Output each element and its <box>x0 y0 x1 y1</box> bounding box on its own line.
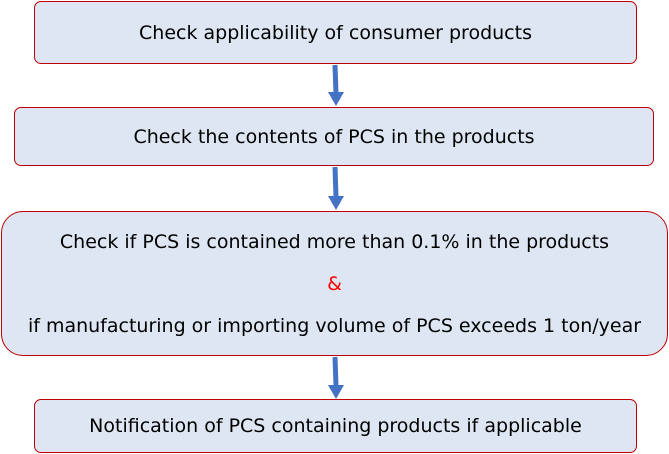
step-3-condition-2: if manufacturing or importing volume of … <box>27 314 642 337</box>
step-2-label: Check the contents of PCS in the product… <box>133 125 535 148</box>
step-4-box: Notification of PCS containing products … <box>34 399 637 453</box>
step-3-connector: & <box>327 272 342 295</box>
arrow-3 <box>328 356 344 399</box>
arrow-1 <box>328 64 344 106</box>
step-1-box: Check applicability of consumer products <box>34 1 637 64</box>
step-4-label: Notification of PCS containing products … <box>89 415 582 437</box>
step-3-condition-1: Check if PCS is contained more than 0.1%… <box>59 230 610 253</box>
step-1-label: Check applicability of consumer products <box>139 21 532 44</box>
arrow-2 <box>328 166 344 210</box>
step-3-box: Check if PCS is contained more than 0.1%… <box>1 211 668 356</box>
step-2-box: Check the contents of PCS in the product… <box>14 107 654 166</box>
